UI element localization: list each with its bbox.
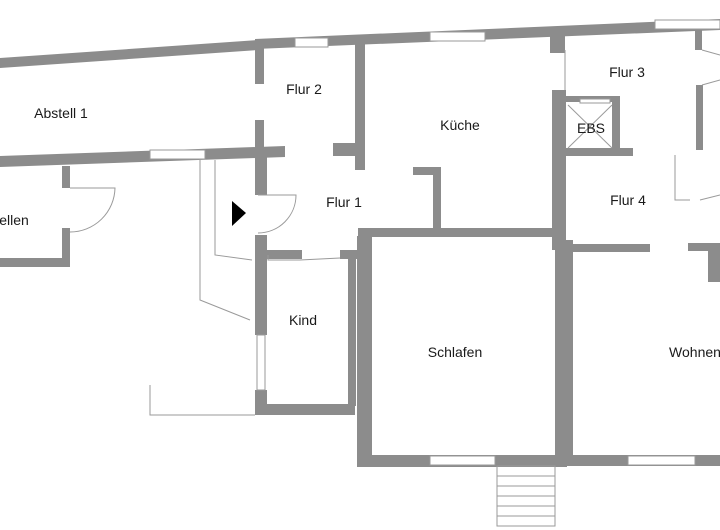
room-label-kueche: Küche — [440, 117, 480, 133]
entrance-arrow-icon — [232, 201, 246, 226]
stairs — [496, 465, 556, 527]
room-label-flur-4: Flur 4 — [610, 192, 646, 208]
windows — [149, 19, 720, 466]
room-label-flur-3: Flur 3 — [609, 64, 645, 80]
room-label-schlafen: Schlafen — [427, 344, 483, 360]
room-label-wohnen: Wohnen — [669, 344, 720, 360]
room-label-kind: Kind — [288, 312, 318, 328]
room-label-abstell-1: Abstell 1 — [34, 105, 88, 121]
walls — [0, 19, 720, 467]
room-label-ebs: EBS — [576, 120, 606, 136]
room-label-flur-1: Flur 1 — [326, 194, 362, 210]
room-label-stellen: ellen — [0, 212, 29, 228]
room-label-flur-2: Flur 2 — [286, 81, 322, 97]
ebs-cross — [567, 104, 613, 149]
outline-lines — [149, 49, 720, 416]
doors — [69, 187, 297, 234]
